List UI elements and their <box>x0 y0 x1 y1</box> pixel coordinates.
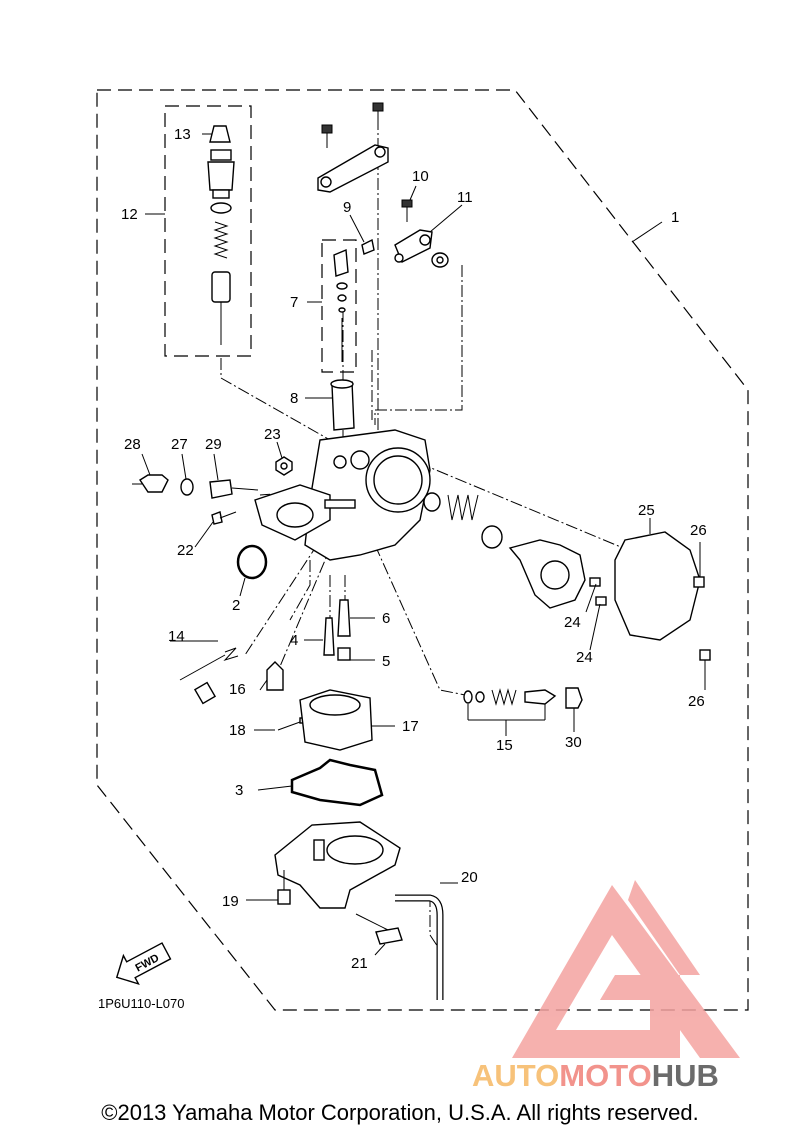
callout-17: 17 <box>402 718 419 735</box>
part-15-30-pilot-screw <box>463 687 583 736</box>
callout-27: 27 <box>171 436 188 453</box>
callout-18: 18 <box>229 722 246 739</box>
needle-clip-box <box>321 239 357 373</box>
part-26-screws <box>693 542 711 690</box>
part-12-starter-plunger <box>145 149 235 345</box>
part-3-gasket <box>290 758 384 807</box>
callout-24a: 24 <box>564 614 581 631</box>
callout-16: 16 <box>229 681 246 698</box>
float-bowl <box>246 821 401 909</box>
automotohub-logo-mark <box>512 880 740 1058</box>
callout-26a: 26 <box>690 522 707 539</box>
callout-24b: 24 <box>576 649 593 666</box>
callout-26b: 26 <box>688 693 705 710</box>
part-22-23-27-28-29 <box>132 441 293 548</box>
callout-25: 25 <box>638 502 655 519</box>
part-9-10-11-linkage <box>361 199 449 268</box>
wordmark-hub: HUB <box>651 1058 719 1093</box>
callout-22: 22 <box>177 542 194 559</box>
callout-2: 2 <box>232 597 240 614</box>
callout-20: 20 <box>461 869 478 886</box>
callout-14: 14 <box>168 628 185 645</box>
callout-1: 1 <box>671 209 679 226</box>
callout-28: 28 <box>124 436 141 453</box>
carburetor-body <box>254 429 431 561</box>
callout-5: 5 <box>382 653 390 670</box>
callout-13: 13 <box>174 126 191 143</box>
callout-15: 15 <box>496 737 513 754</box>
part-4-5-6-jets <box>304 599 375 661</box>
assembly-outline <box>96 89 749 1011</box>
part-spring-diaphragm <box>423 492 607 609</box>
callout-29: 29 <box>205 436 222 453</box>
callout-9: 9 <box>343 199 351 216</box>
callout-21: 21 <box>351 955 368 972</box>
wordmark-auto: AUTO <box>472 1058 560 1093</box>
callout-23: 23 <box>264 426 281 443</box>
wordmark-moto: MOTO <box>559 1058 652 1093</box>
callout-12: 12 <box>121 206 138 223</box>
part-14-16-18 <box>179 647 321 731</box>
diagram-code: 1P6U110-L070 <box>98 996 185 1011</box>
fwd-arrow: FWD <box>115 942 172 986</box>
part-17-float <box>299 689 395 751</box>
callout-8: 8 <box>290 390 298 407</box>
callout-19: 19 <box>222 893 239 910</box>
callout-3: 3 <box>235 782 243 799</box>
part-8-throttle-valve <box>305 379 355 431</box>
part-20-hose <box>395 894 444 1000</box>
callout-leaders <box>170 185 663 731</box>
part-25-cover <box>614 531 701 641</box>
part-2-o-ring <box>236 544 268 580</box>
part-13-cap <box>202 125 231 143</box>
part-7-jet-needle <box>307 248 349 362</box>
callout-11: 11 <box>457 189 473 206</box>
callout-4: 4 <box>290 632 298 649</box>
part-21-drain-screw <box>355 913 403 956</box>
callout-labels: 1 2 3 4 5 6 7 8 9 10 11 12 13 14 15 16 1… <box>121 126 707 972</box>
automotohub-wordmark: AUTOMOTOHUB <box>472 1058 719 1094</box>
needle-group-box <box>164 105 252 357</box>
copyright-notice: ©2013 Yamaha Motor Corporation, U.S.A. A… <box>101 1100 699 1125</box>
part-top-cover <box>317 102 389 193</box>
callout-10: 10 <box>412 168 429 185</box>
callout-6: 6 <box>382 610 390 627</box>
callout-30: 30 <box>565 734 582 751</box>
callout-7: 7 <box>290 294 298 311</box>
